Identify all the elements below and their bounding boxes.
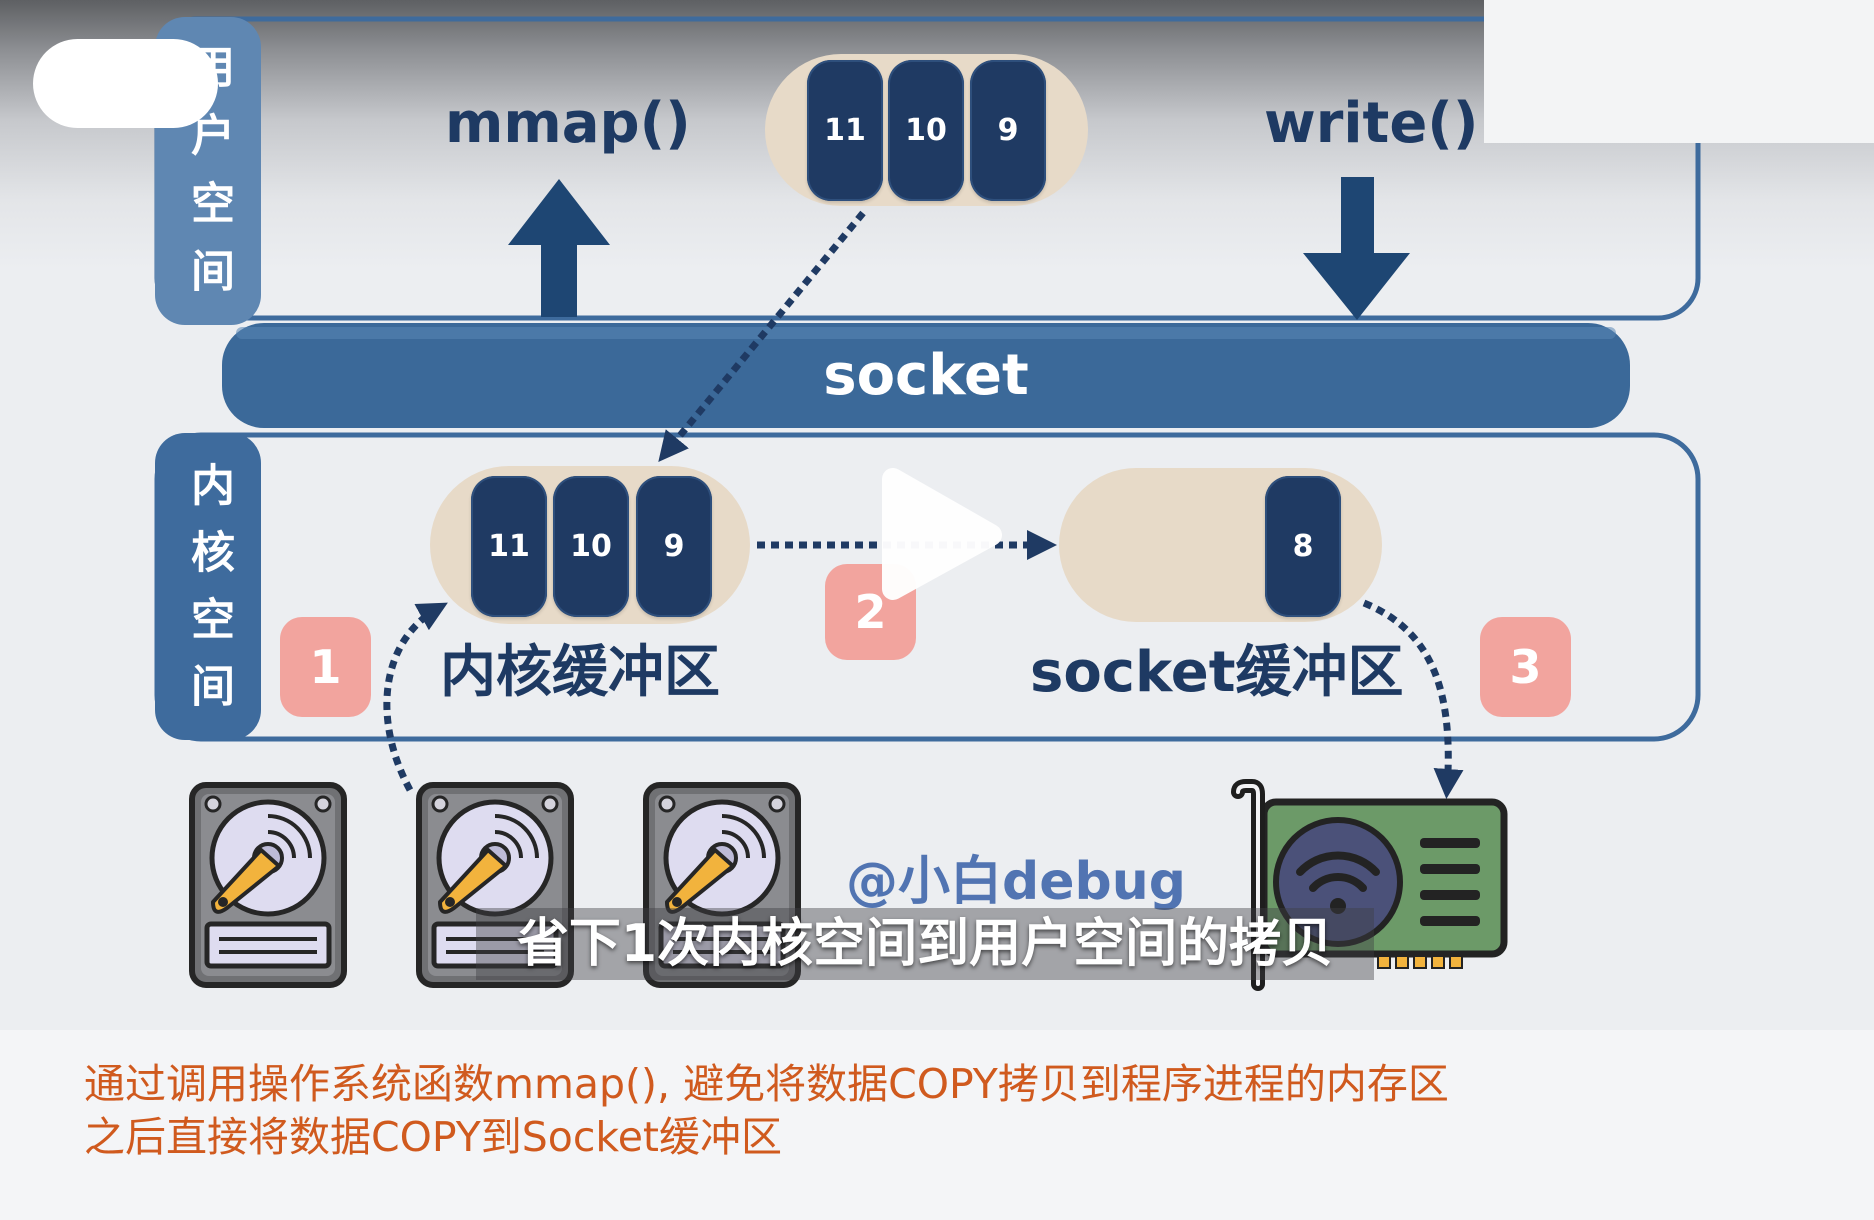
arrow-down-icon xyxy=(1303,177,1410,320)
step-badge-3: 3 xyxy=(1480,617,1571,717)
data-block: 9 xyxy=(636,476,712,617)
kernel-space-label: 内核空间 xyxy=(183,462,234,730)
caption-line-1: 通过调用操作系统函数mmap(), 避免将数据COPY拷贝到程序进程的内存区 xyxy=(84,1060,1449,1108)
socket-buffer-label: socket缓冲区 xyxy=(1030,640,1404,705)
step-badge-1: 1 xyxy=(280,617,371,717)
network-card-icon xyxy=(1231,779,1508,991)
data-block: 9 xyxy=(970,60,1046,201)
hard-disk-icon xyxy=(192,785,344,985)
video-subtitle: 省下1次内核空间到用户空间的拷贝 xyxy=(476,908,1374,980)
data-block: 10 xyxy=(553,476,629,617)
mmap-label: mmap() xyxy=(445,91,691,156)
data-block: 11 xyxy=(807,60,883,201)
socket-bar-highlight xyxy=(236,327,1616,339)
top-right-mask xyxy=(1484,0,1874,143)
socket-label: socket xyxy=(823,342,1029,408)
data-block: 10 xyxy=(888,60,964,201)
kernel-buffer-label: 内核缓冲区 xyxy=(440,640,720,705)
watermark: @小白debug xyxy=(846,852,1186,912)
data-block: 11 xyxy=(471,476,547,617)
kernel-buffer: 11 10 9 xyxy=(430,466,750,624)
socket-buffer: 8 xyxy=(1059,468,1382,622)
write-label: write() xyxy=(1264,91,1479,156)
top-left-mask xyxy=(33,39,218,128)
flow-disk-to-kernel xyxy=(383,602,448,792)
user-buffer: 11 10 9 xyxy=(765,54,1088,206)
data-block: 8 xyxy=(1265,476,1341,617)
caption-line-2: 之后直接将数据COPY到Socket缓冲区 xyxy=(84,1113,782,1161)
socket-bar xyxy=(222,323,1630,428)
flow-user-to-kernel xyxy=(658,210,866,462)
arrow-up-icon xyxy=(508,179,610,317)
kernel-space-panel xyxy=(155,433,261,740)
flow-socket-to-nic xyxy=(1362,599,1464,799)
play-icon[interactable] xyxy=(870,458,1020,613)
